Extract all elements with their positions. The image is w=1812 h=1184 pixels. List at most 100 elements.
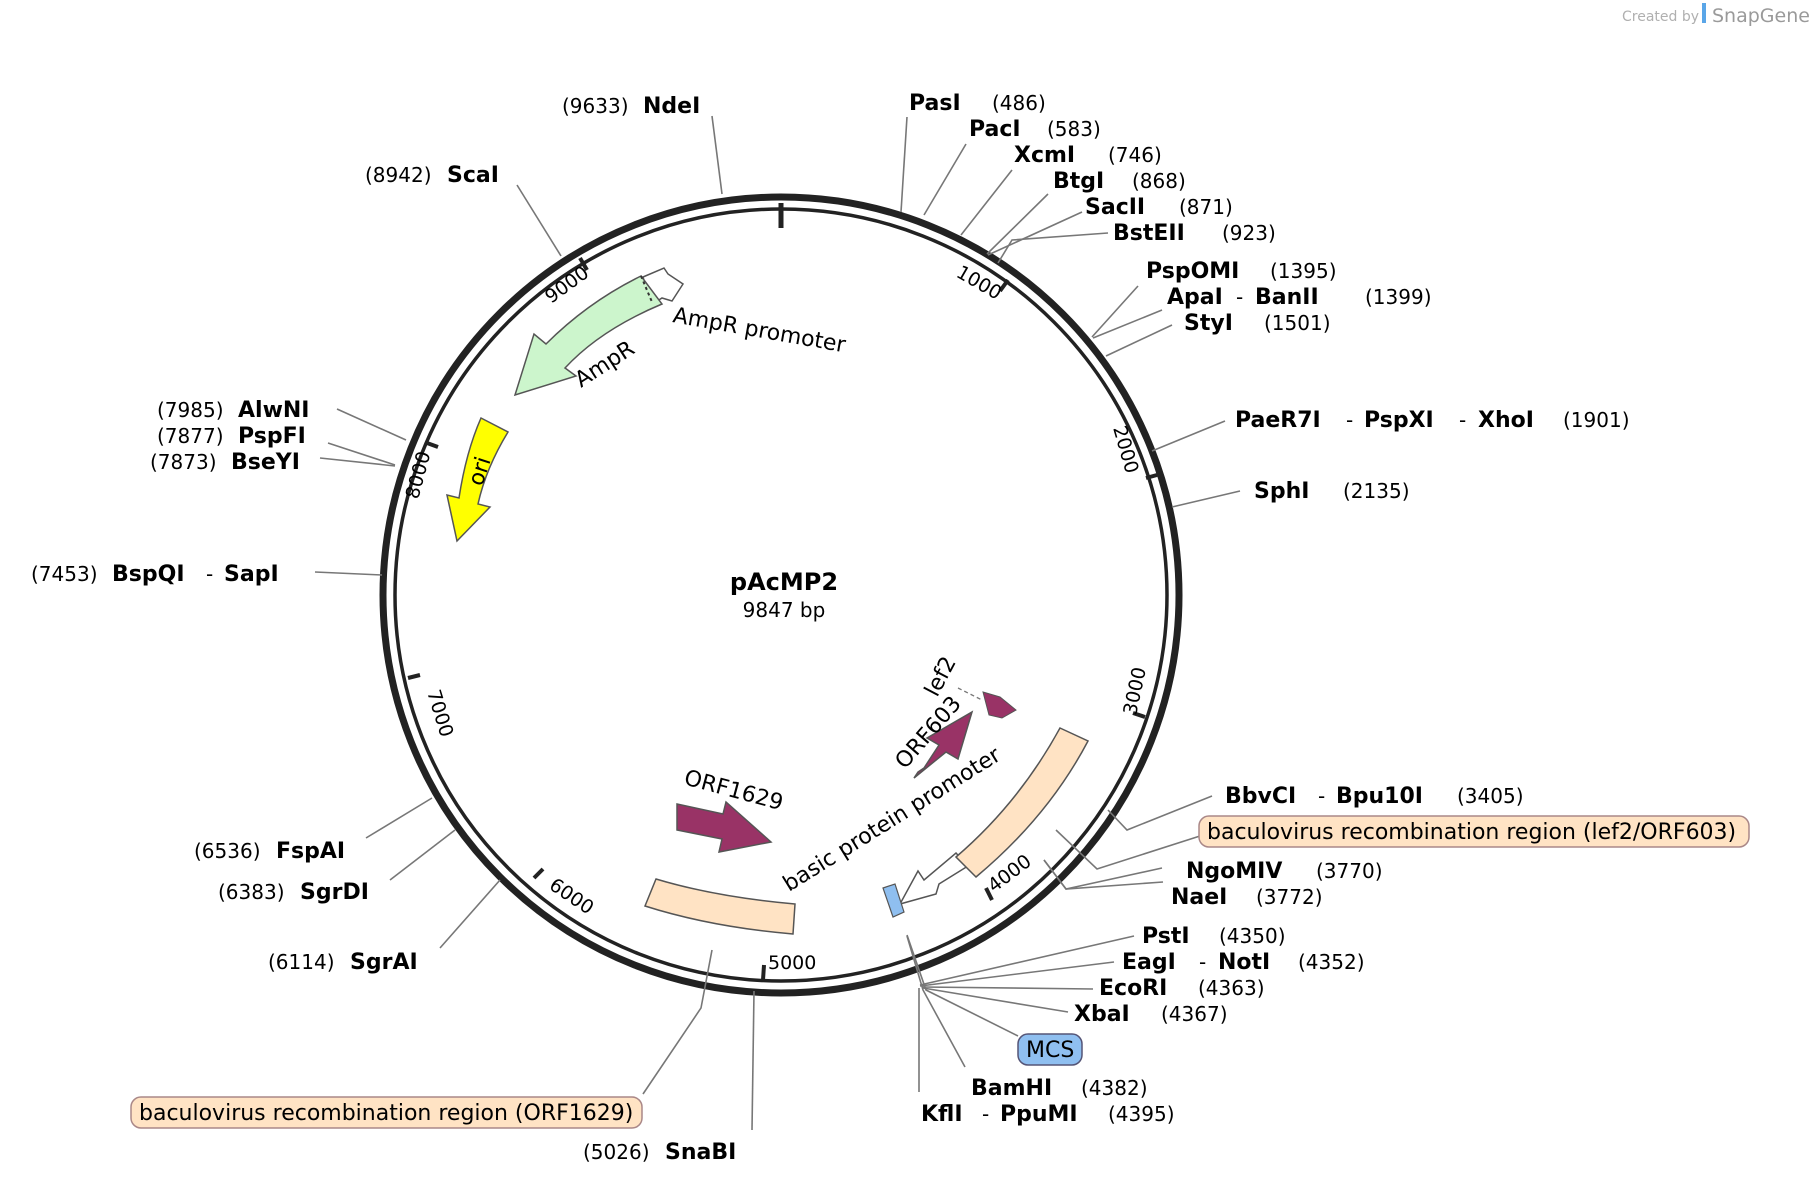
site-apai[interactable]: ApaI - BanII (1399)	[1167, 285, 1432, 310]
site-xbai[interactable]: XbaI (4367)	[1074, 1002, 1228, 1027]
site-paer7i[interactable]: PaeR7I - PspXI - XhoI (1901)	[1235, 408, 1630, 433]
tick-label-1000: 1000	[953, 261, 1006, 304]
site-pos: (1399)	[1365, 285, 1432, 309]
feature-ori[interactable]: ori	[446, 416, 510, 543]
site-pos: (4367)	[1161, 1002, 1228, 1026]
leader-xcmi	[960, 169, 1013, 236]
site-name: EagI	[1122, 950, 1176, 975]
leader-snabi	[751, 990, 755, 1131]
tick-5000	[761, 964, 766, 981]
label-text: baculovirus recombination region (lef2/O…	[1207, 820, 1736, 845]
site-name: SgrDI	[300, 880, 369, 905]
tick-8000	[426, 441, 439, 449]
label-text: MCS	[1026, 1038, 1074, 1063]
site-sgrdi[interactable]: (6383) SgrDI	[218, 880, 369, 905]
leader-bspqi	[314, 571, 383, 576]
site-bsteii[interactable]: BstEII (923)	[1113, 221, 1276, 246]
leader-apai	[1092, 309, 1163, 339]
label-box	[130, 1096, 643, 1129]
tick-4000	[984, 887, 994, 901]
site-scai[interactable]: (8942) ScaI	[365, 163, 499, 188]
site-fspai[interactable]: (6536) FspAI	[194, 839, 345, 864]
leader-paci	[923, 143, 967, 216]
site-pos: (4363)	[1198, 976, 1265, 1000]
leader-bsteii	[997, 232, 1109, 264]
feature-ampr-promoter[interactable]: AmpR promoter	[642, 267, 848, 358]
site-name: ScaI	[447, 163, 499, 188]
leader-pspfi	[327, 442, 396, 466]
site-name: PasI	[909, 91, 961, 116]
lef2-arrow	[982, 691, 1017, 719]
feature-recomb-lef2[interactable]	[954, 727, 1090, 879]
site-naei[interactable]: NaeI (3772)	[1171, 885, 1323, 910]
recomb-lef2-box	[954, 727, 1090, 879]
site-sgrai[interactable]: (6114) SgrAI	[268, 950, 418, 975]
site-name: BamHI	[971, 1076, 1052, 1101]
label-box	[1198, 815, 1750, 848]
site-name-2: NotI	[1218, 950, 1270, 975]
site-separator: -	[1346, 408, 1353, 432]
site-name: PspFI	[238, 424, 306, 449]
site-sacii[interactable]: SacII (871)	[1085, 195, 1233, 220]
site-pspfi[interactable]: (7877) PspFI	[157, 424, 306, 449]
site-name: SnaBI	[665, 1140, 736, 1165]
site-eagi[interactable]: EagI - NotI (4352)	[1122, 950, 1365, 975]
label-recomb-lef2[interactable]: baculovirus recombination region (lef2/O…	[1198, 815, 1750, 848]
site-ngomiv[interactable]: NgoMIV (3770)	[1186, 859, 1383, 884]
site-bamhi[interactable]: BamHI (4382)	[971, 1076, 1148, 1101]
site-ecori[interactable]: EcoRI (4363)	[1099, 976, 1265, 1001]
site-name-2: Bpu10I	[1336, 784, 1423, 809]
site-alwni[interactable]: (7985) AlwNI	[157, 398, 310, 423]
tick-3000	[1132, 711, 1146, 719]
site-xcmi[interactable]: XcmI (746)	[1014, 143, 1162, 168]
leader-scai	[516, 184, 562, 257]
plasmid-backbone	[379, 193, 1183, 997]
leader-ecori	[921, 986, 1094, 990]
leader-paer7i	[1151, 420, 1226, 452]
tick-6000	[532, 867, 545, 880]
label-mcs[interactable]: MCS	[1017, 1033, 1083, 1066]
feature-mcs-block[interactable]	[882, 883, 905, 918]
site-psti[interactable]: PstI (4350)	[1142, 924, 1286, 949]
site-pspomi[interactable]: PspOMI (1395)	[1146, 259, 1337, 284]
leader-bseyi	[319, 457, 396, 467]
site-pos: (583)	[1047, 117, 1101, 141]
ampr-promoter-label: AmpR promoter	[671, 303, 848, 358]
site-pasi[interactable]: PasI (486)	[909, 91, 1046, 116]
site-paci[interactable]: PacI (583)	[969, 117, 1101, 142]
site-pos: (8942)	[365, 163, 432, 187]
feature-recomb-orf1629[interactable]	[643, 878, 796, 935]
ampr-arrow	[513, 275, 664, 397]
site-name: BseYI	[231, 450, 300, 475]
site-snabi[interactable]: (5026) SnaBI	[583, 1140, 736, 1165]
leader-fspai	[365, 797, 433, 839]
lef2-label: lef2	[920, 653, 962, 701]
site-btgi[interactable]: BtgI (868)	[1053, 169, 1186, 194]
site-styi[interactable]: StyI (1501)	[1184, 311, 1331, 336]
tick-marks	[407, 256, 1158, 981]
lef2-leader	[957, 687, 983, 701]
feature-orf1629[interactable]: ORF1629	[676, 766, 786, 853]
credit-brand: SnapGene	[1712, 5, 1810, 27]
leader-styi	[1105, 324, 1173, 357]
site-pos: (6114)	[268, 950, 335, 974]
site-bbvci[interactable]: BbvCI - Bpu10I (3405)	[1225, 784, 1524, 809]
site-sphi[interactable]: SphI (2135)	[1254, 479, 1410, 504]
site-pos: (4350)	[1219, 924, 1286, 948]
site-bseyi[interactable]: (7873) BseYI	[150, 450, 300, 475]
label-recomb-orf1629[interactable]: baculovirus recombination region (ORF162…	[130, 1096, 643, 1129]
snapgene-credit[interactable]: Created by SnapGene	[1622, 3, 1810, 27]
site-name: PaeR7I	[1235, 408, 1321, 433]
leader-recomb-orf1629	[642, 949, 713, 1095]
site-name-3: XhoI	[1478, 408, 1534, 433]
mcs-block	[882, 883, 905, 918]
site-pos: (1395)	[1270, 259, 1337, 283]
site-kfli[interactable]: KflI - PpuMI (4395)	[921, 1102, 1175, 1127]
feature-basic-protein-promoter[interactable]: basic protein promoter	[779, 742, 1006, 906]
site-name: ApaI	[1167, 285, 1223, 310]
site-ndei[interactable]: (9633) NdeI	[562, 94, 700, 119]
site-name-2: SapI	[224, 562, 279, 587]
site-name-2: PspXI	[1364, 408, 1434, 433]
site-pos: (9633)	[562, 94, 629, 118]
site-bspqi[interactable]: (7453) BspQI - SapI	[31, 562, 279, 587]
